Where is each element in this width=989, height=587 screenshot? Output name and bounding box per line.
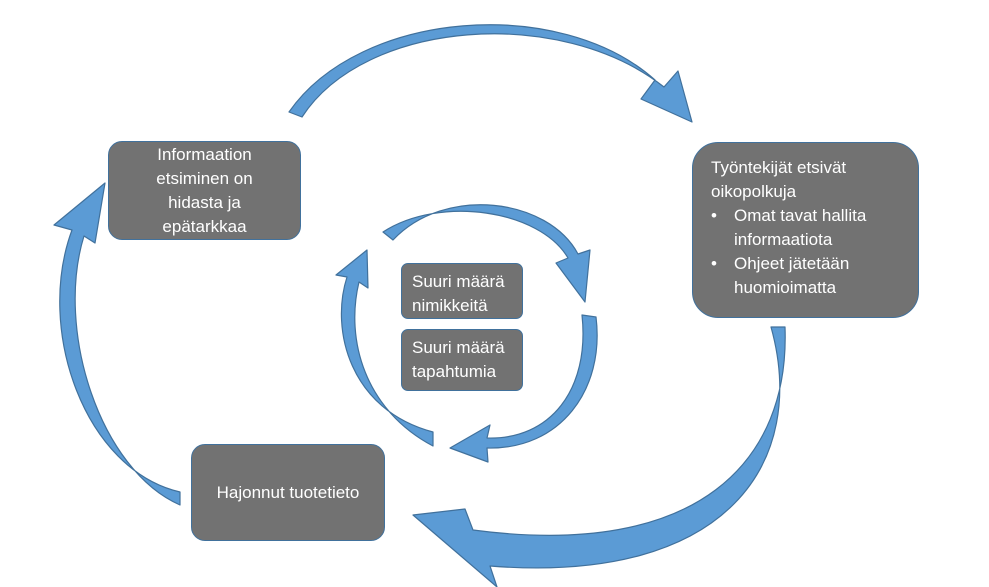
bullet-item: • Ohjeet jätetään huomioimatta [711, 252, 908, 300]
bullet-line: informaatiota [734, 230, 833, 249]
box-many-items-line: nimikkeitä [412, 296, 488, 315]
arrow-inner-left-to-top [335, 249, 434, 447]
box-scattered-label: Hajonnut tuotetieto [216, 482, 360, 502]
box-info-search-line: Informaation [157, 144, 252, 164]
arrow-inner-top-to-right [382, 204, 591, 303]
box-workers-bullet-list: • Omat tavat hallita informaatiota • Ohj… [711, 204, 908, 300]
box-workers-heading-line: Työntekijät etsivät [711, 158, 847, 177]
arrow-workers-to-scattered [412, 326, 786, 587]
arrow-info-to-workers [288, 24, 693, 123]
bullet-line: Omat tavat hallita [734, 206, 867, 225]
box-many-events-line: Suuri määrä [412, 338, 505, 357]
box-workers-heading-line: oikopolkuja [711, 182, 797, 201]
box-info-search-line: hidasta ja [168, 192, 241, 212]
box-info-search: Informaation etsiminen on hidasta ja epä… [108, 141, 301, 240]
box-many-items-line: Suuri määrä [412, 272, 505, 291]
box-scattered-product-info: Hajonnut tuotetieto [191, 444, 385, 541]
box-workers-shortcuts: Työntekijät etsivät oikopolkuja • Omat t… [692, 142, 919, 318]
arrow-inner-right-to-bottom [449, 314, 598, 463]
bullet-icon: • [711, 254, 717, 273]
box-info-search-line: etsiminen on [156, 168, 253, 188]
arrow-scattered-to-info [53, 182, 181, 506]
box-many-items: Suuri määrä nimikkeitä [401, 263, 523, 319]
box-info-search-line: epätarkkaa [162, 216, 247, 236]
box-info-search-text: Informaation etsiminen on hidasta ja epä… [156, 143, 252, 239]
box-many-events: Suuri määrä tapahtumia [401, 329, 523, 391]
bullet-icon: • [711, 206, 717, 225]
box-many-events-line: tapahtumia [412, 362, 497, 381]
bullet-item: • Omat tavat hallita informaatiota [711, 204, 908, 252]
bullet-line: huomioimatta [734, 278, 837, 297]
bullet-line: Ohjeet jätetään [734, 254, 850, 273]
